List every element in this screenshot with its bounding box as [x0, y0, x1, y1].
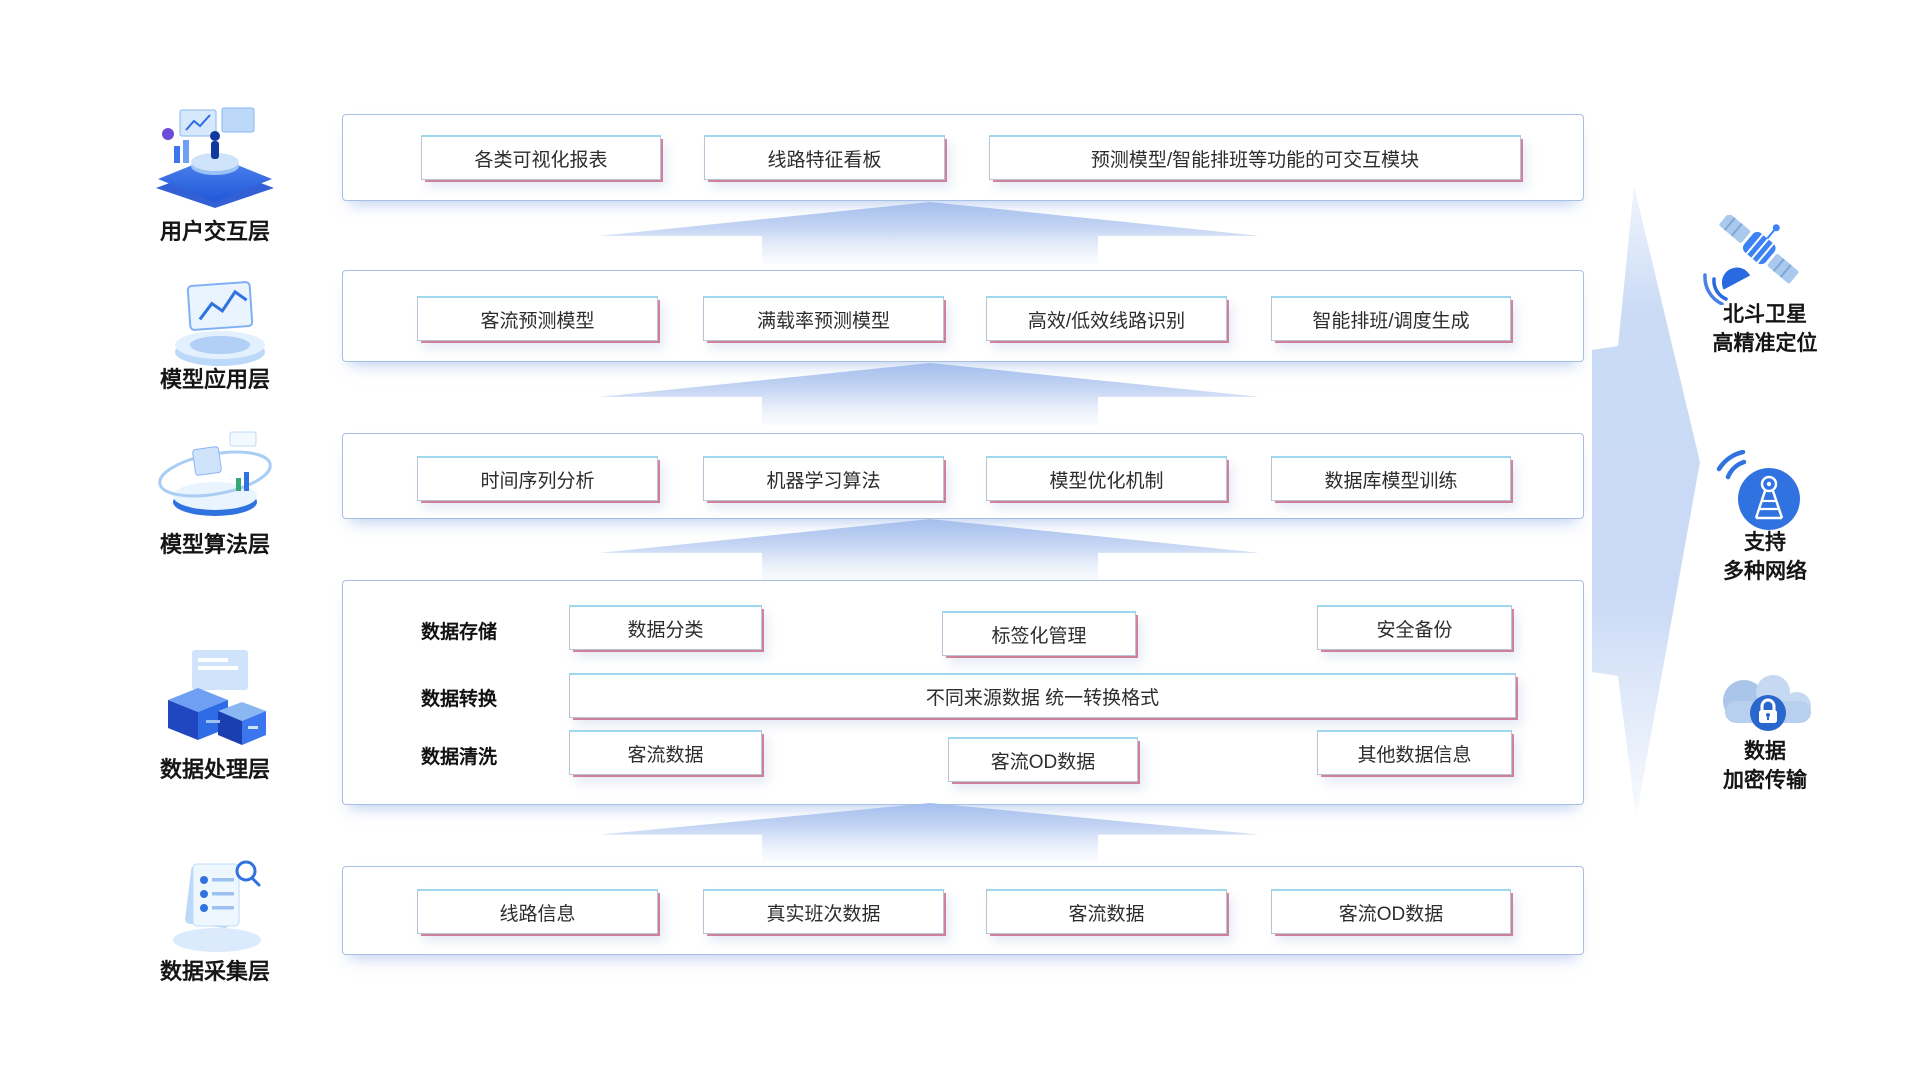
side-label-encryption: 数据 加密传输 [1650, 737, 1880, 795]
layer-label-user-interaction: 用户交互层 [159, 219, 270, 244]
module-box: 标签化管理 [942, 611, 1136, 656]
row-container-model-application: 客流预测模型 满载率预测模型 高效/低效线路识别 智能排班/调度生成 [342, 270, 1584, 362]
data-collection-3d-icon [173, 860, 261, 952]
side-label-line: 多种网络 [1723, 560, 1807, 583]
module-box: 满载率预测模型 [703, 296, 944, 341]
side-label-line: 北斗卫星 [1723, 303, 1807, 326]
side-label-line: 加密传输 [1723, 769, 1807, 792]
user-interaction-3d-icon [156, 107, 274, 208]
module-box: 客流预测模型 [417, 296, 658, 341]
sub-label-data-transform: 数据转换 [421, 689, 498, 710]
module-box: 客流OD数据 [948, 737, 1138, 782]
model-application-3d-icon [175, 281, 265, 366]
beidou-satellite-icon [1703, 215, 1799, 305]
encrypted-cloud-icon [1723, 675, 1811, 731]
module-box: 高效/低效线路识别 [986, 296, 1227, 341]
up-arrow [600, 803, 1260, 861]
module-box: 客流数据 [569, 730, 762, 775]
up-arrow [600, 519, 1260, 581]
module-box: 不同来源数据 统一转换格式 [569, 673, 1516, 718]
row-container-data-processing: 数据存储 数据分类 标签化管理 安全备份 数据转换 不同来源数据 统一转换格式 … [342, 580, 1584, 805]
up-arrow [600, 202, 1260, 264]
module-box: 模型优化机制 [986, 456, 1227, 501]
module-box: 时间序列分析 [417, 456, 658, 501]
side-label-line: 支持 [1744, 531, 1786, 554]
sub-label-data-cleaning: 数据清洗 [421, 747, 498, 768]
layer-label-model-algorithm: 模型算法层 [159, 532, 270, 557]
module-box: 机器学习算法 [703, 456, 944, 501]
module-box: 线路信息 [417, 889, 658, 934]
module-box: 数据分类 [569, 605, 762, 650]
layer-label-data-processing: 数据处理层 [159, 757, 270, 782]
module-box: 客流OD数据 [1271, 889, 1511, 934]
module-box: 安全备份 [1317, 605, 1512, 650]
sub-label-data-storage: 数据存储 [421, 622, 498, 643]
module-box: 真实班次数据 [703, 889, 944, 934]
model-algorithm-3d-icon [158, 431, 272, 516]
layer-label-model-application: 模型应用层 [159, 367, 270, 392]
data-processing-3d-icon [168, 650, 266, 745]
module-box: 预测模型/智能排班等功能的可交互模块 [989, 135, 1521, 180]
row-container-user-interaction: 各类可视化报表 线路特征看板 预测模型/智能排班等功能的可交互模块 [342, 114, 1584, 201]
module-box: 客流数据 [986, 889, 1227, 934]
row-container-model-algorithm: 时间序列分析 机器学习算法 模型优化机制 数据库模型训练 [342, 433, 1584, 519]
row-container-data-collection: 线路信息 真实班次数据 客流数据 客流OD数据 [342, 866, 1584, 955]
side-label-network: 支持 多种网络 [1650, 528, 1880, 586]
module-box: 智能排班/调度生成 [1271, 296, 1511, 341]
side-label-beidou: 北斗卫星 高精准定位 [1650, 300, 1880, 358]
signal-tower-icon [1716, 450, 1800, 530]
big-right-arrow [1592, 186, 1700, 818]
module-box: 数据库模型训练 [1271, 456, 1511, 501]
module-box: 其他数据信息 [1317, 730, 1512, 775]
module-box: 各类可视化报表 [421, 135, 661, 180]
side-label-line: 高精准定位 [1712, 332, 1818, 355]
up-arrow [600, 363, 1260, 425]
layer-label-data-collection: 数据采集层 [159, 959, 270, 984]
module-box: 线路特征看板 [704, 135, 945, 180]
side-label-line: 数据 [1744, 740, 1786, 763]
